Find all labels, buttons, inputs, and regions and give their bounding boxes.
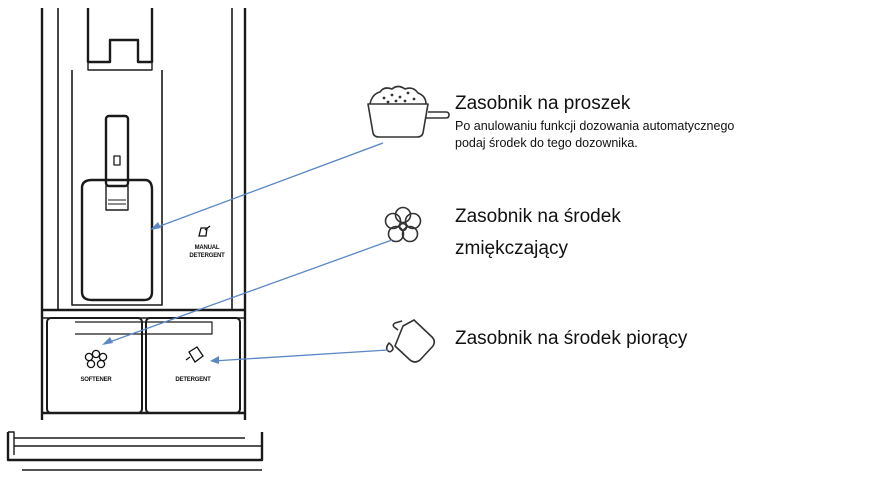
powder-title: Zasobnik na proszek [455, 93, 631, 114]
leader-line-detergent [212, 349, 389, 362]
leader-arrowheads [102, 222, 219, 364]
detergent-label: DETERGENT [175, 377, 211, 383]
softener-title-line1: Zasobnik na środek [455, 206, 621, 227]
softener-label: SOFTENER [80, 377, 112, 383]
flower-icon [384, 206, 422, 243]
arrowhead-detergent [210, 356, 219, 364]
manual-detergent-label-line2: DETERGENT [189, 253, 225, 259]
detergent-small-bottle-icon [185, 346, 204, 363]
detergent-title: Zasobnik na środek piorący [455, 328, 688, 349]
callout-softener: Zasobnik na środek zmiękczający [455, 203, 695, 263]
leader-line-powder [151, 142, 384, 230]
leader-lines [103, 142, 393, 362]
detergent-bottle-icon [385, 319, 436, 363]
softener-title-line2: zmiękczający [455, 238, 568, 259]
callout-detergent: Zasobnik na środek piorący [455, 325, 815, 353]
arrowhead-softener [102, 337, 113, 345]
powder-description-line2: podaj środek do tego dozownika. [455, 136, 638, 150]
callout-powder: Zasobnik na proszek Po anulowaniu funkcj… [455, 90, 865, 152]
leader-line-softener [103, 239, 393, 345]
powder-description-line1: Po anulowaniu funkcji dozowania automaty… [455, 119, 735, 133]
softener-small-flower-icon [84, 349, 108, 369]
dispenser-drawer [6, 8, 264, 471]
arrowhead-powder [150, 222, 161, 230]
manual-detergent-small-icon [198, 225, 211, 237]
manual-detergent-label-line1: MANUAL [195, 245, 220, 251]
powder-scoop-icon [367, 85, 450, 138]
